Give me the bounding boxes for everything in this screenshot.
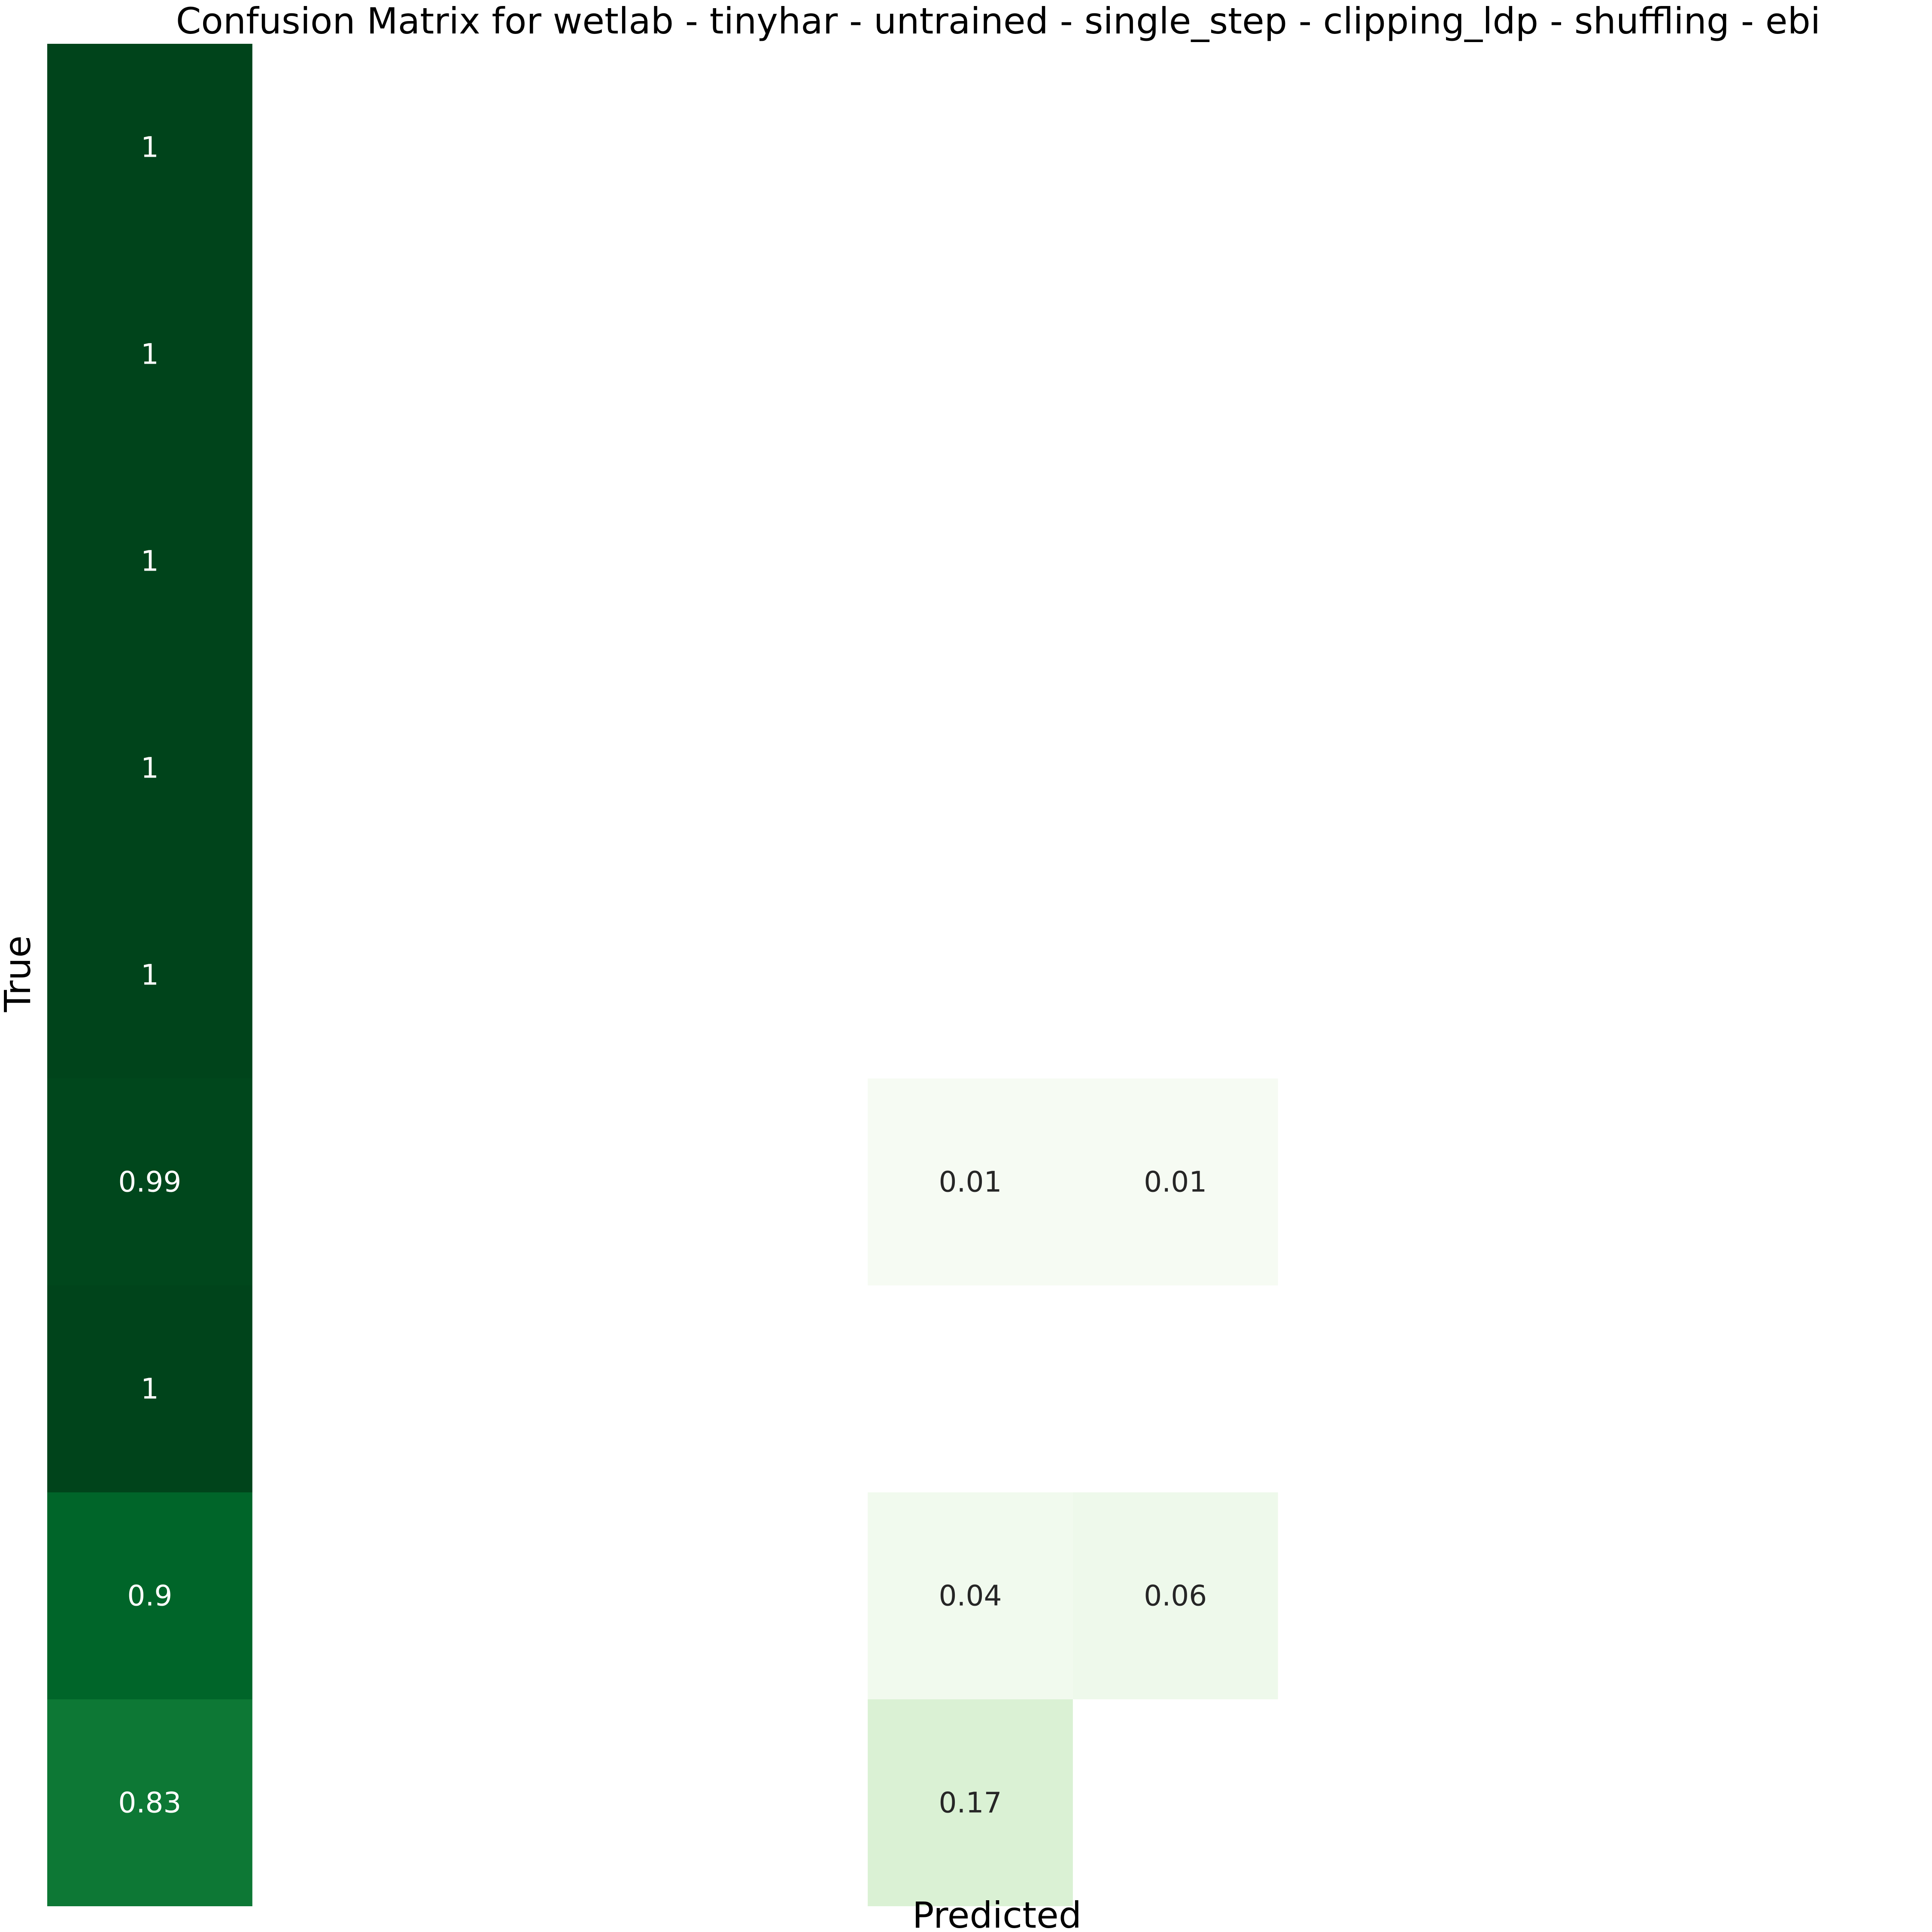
heatmap-cell-label: 1: [141, 545, 159, 578]
heatmap-cell: [47, 458, 252, 665]
heatmap-cell: [47, 872, 252, 1078]
heatmap-cell-label: 1: [141, 338, 159, 371]
heatmap-cell-label: 0.9: [127, 1580, 172, 1613]
heatmap-cell: [1072, 1078, 1278, 1285]
heatmap-cell: [868, 1492, 1073, 1699]
heatmap-cell: [868, 1078, 1073, 1285]
heatmap-cell-label: 0.83: [118, 1786, 181, 1820]
heatmap-cell-label: 1: [141, 752, 159, 785]
heatmap-cell-label: 1: [141, 131, 159, 164]
heatmap-cell-label: 0.01: [939, 1166, 1002, 1199]
heatmap-cell: [47, 1078, 252, 1285]
heatmap-cell-label: 1: [141, 959, 159, 992]
chart-title: Confusion Matrix for wetlab - tinyhar - …: [176, 0, 1821, 42]
heatmap-cell: [47, 1285, 252, 1492]
heatmap-cell: [47, 44, 252, 251]
heatmap-cells: 1 1 1 1 1 0.99 0.01 0.01 1 0.9 0.04 0.06 0.83 0.17: [47, 44, 1278, 1906]
heatmap-cell-label: 0.99: [118, 1166, 181, 1199]
heatmap-cell-label: 0.17: [939, 1786, 1002, 1820]
heatmap-cell: [47, 1492, 252, 1699]
heatmap-cell-label: 0.04: [939, 1580, 1002, 1613]
heatmap-cell-label: 1: [141, 1373, 159, 1406]
heatmap-cell: [868, 1699, 1073, 1906]
heatmap-cell: [47, 1699, 252, 1906]
heatmap-cell-label: 0.01: [1144, 1166, 1207, 1199]
heatmap-cell: [47, 665, 252, 872]
y-axis-label: True: [0, 936, 39, 1012]
heatmap-cell: [1072, 1492, 1278, 1699]
heatmap-cell: [47, 251, 252, 458]
x-axis-label: Predicted: [912, 1894, 1081, 1932]
heatmap-cell-label: 0.06: [1144, 1580, 1207, 1613]
